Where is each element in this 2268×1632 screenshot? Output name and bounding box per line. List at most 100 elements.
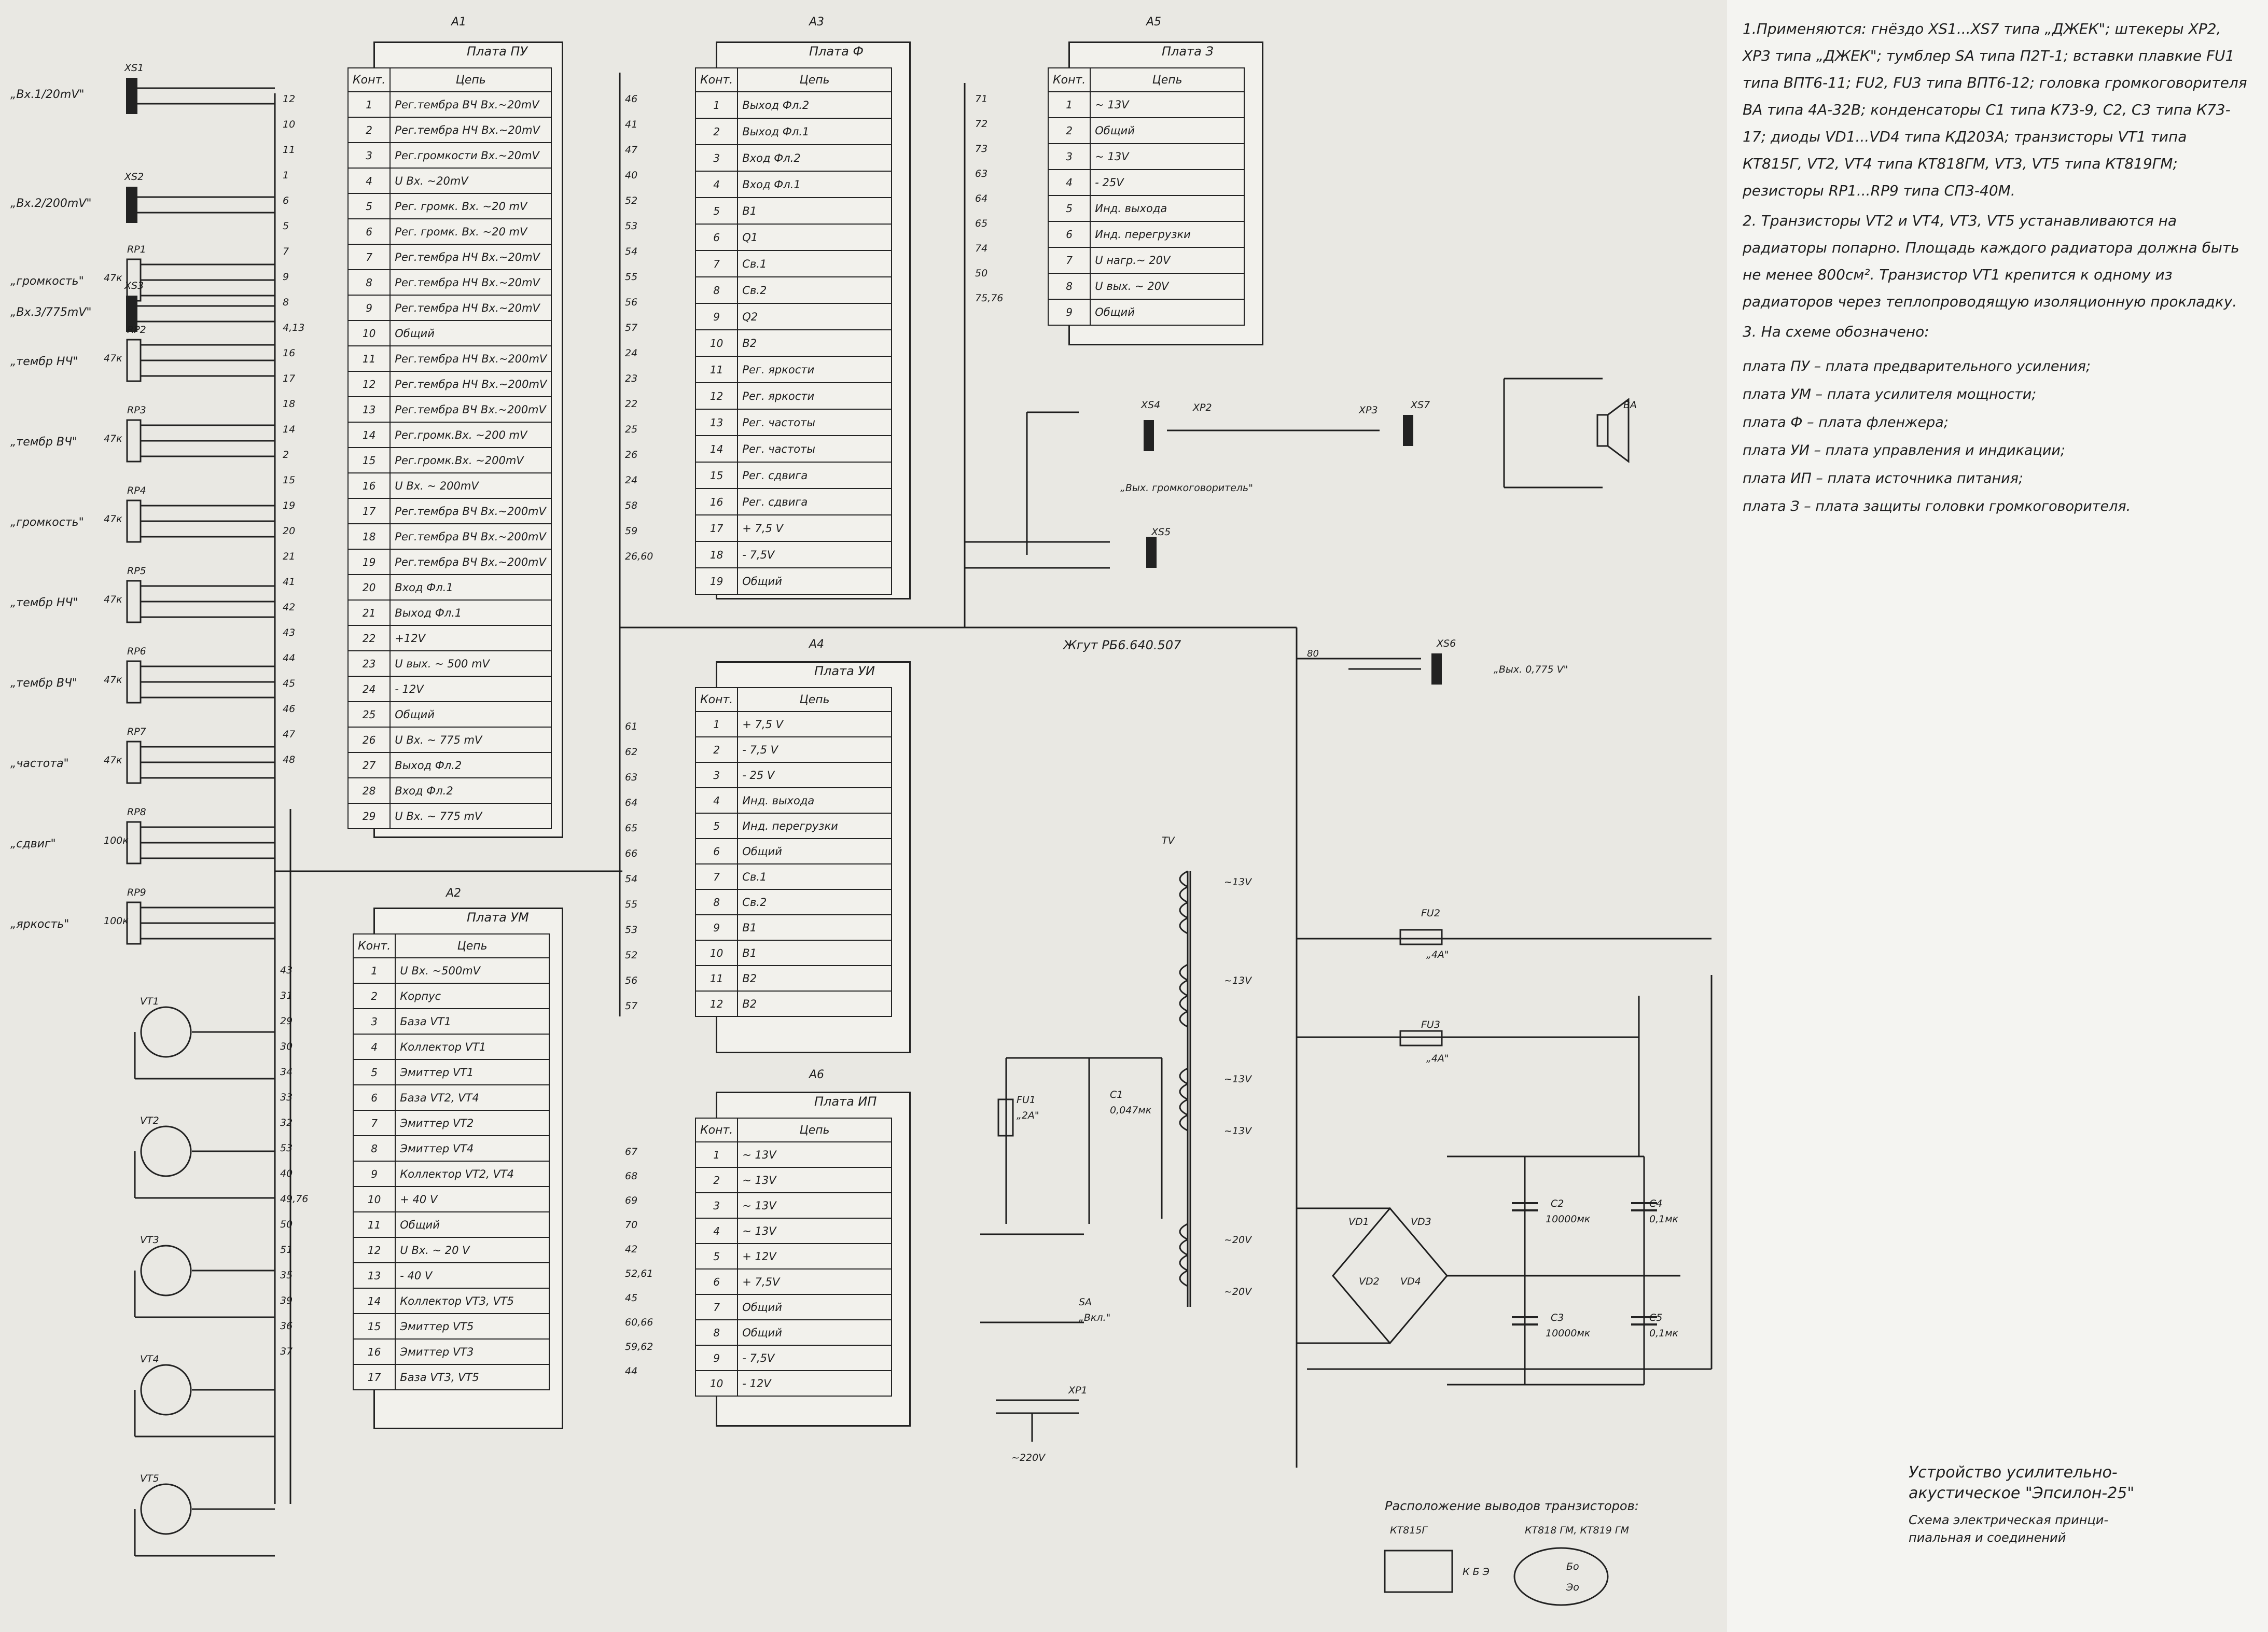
- pot-value: 47к: [104, 353, 122, 364]
- header-circuit: Цепь: [389, 67, 552, 92]
- circuit-name: - 7,5V: [737, 1345, 892, 1371]
- a3-title: Плата Ф: [809, 44, 864, 59]
- pot-value: 47к: [104, 594, 122, 605]
- contact-number: 8: [352, 1135, 396, 1162]
- circuit-name: Общий: [737, 1294, 892, 1320]
- wire-number: 64: [625, 797, 638, 808]
- contact-number: 11: [347, 345, 391, 372]
- wire-number: 6: [283, 195, 289, 206]
- wire-number: 29: [280, 1015, 293, 1027]
- title-line-3: Схема электрическая принци-: [1909, 1513, 2108, 1527]
- wire-number: 30: [280, 1041, 293, 1052]
- circuit-name: Инд. перегрузки: [737, 813, 892, 839]
- contact-number: 8: [694, 889, 739, 915]
- circuit-name: + 12V: [737, 1243, 892, 1270]
- a1-designator: A1: [451, 16, 467, 29]
- contact-number: 7: [694, 1294, 739, 1320]
- wire-number: 10: [283, 119, 296, 130]
- vd3-label: VD3: [1411, 1216, 1431, 1228]
- kt818-pin-e: Эo: [1566, 1582, 1579, 1593]
- header-contact: Конт.: [352, 933, 396, 958]
- circuit-name: Вход Фл.1: [737, 171, 892, 198]
- wire-number: 53: [625, 924, 638, 936]
- contact-number: 25: [347, 701, 391, 728]
- wire-number: 7: [283, 246, 289, 257]
- wire-number: 40: [280, 1168, 293, 1179]
- contact-number: 15: [352, 1313, 396, 1340]
- sa-on-label: „Вкл.": [1079, 1312, 1111, 1323]
- potentiometer-icon: [126, 499, 142, 543]
- xs5-jack-icon: [1146, 537, 1157, 568]
- fuse-fu3-icon: [1399, 1030, 1443, 1047]
- wire-number: 54: [625, 246, 638, 257]
- fu1-value: „2А": [1017, 1110, 1039, 1121]
- circuit-name: Эмиттер VT4: [395, 1135, 550, 1162]
- contact-number: 2: [347, 117, 391, 143]
- circuit-name: Вход Фл.1: [389, 574, 552, 601]
- table-row: 5+ 12V: [694, 1243, 892, 1270]
- contact-number: 8: [347, 269, 391, 296]
- contact-number: 28: [347, 777, 391, 804]
- wire-number: 71: [975, 93, 988, 105]
- contact-number: 4: [694, 787, 739, 814]
- speaker-cone-icon: [1607, 398, 1630, 463]
- contact-number: 12: [694, 382, 739, 410]
- wire-number: 43: [283, 627, 296, 638]
- contact-number: 17: [694, 514, 739, 542]
- potentiometer-icon: [126, 580, 142, 623]
- table-row: 10- 12V: [694, 1370, 892, 1397]
- wire-number: 32: [280, 1117, 293, 1128]
- wire-number: 20: [283, 525, 296, 537]
- wire-number: 62: [625, 746, 638, 758]
- potentiometer-icon: [126, 339, 142, 382]
- wire-number: 68: [625, 1170, 638, 1182]
- pot-id: RP2: [127, 324, 146, 336]
- potentiometer-icon: [126, 821, 142, 864]
- contact-number: 6: [352, 1084, 396, 1111]
- contact-number: 3: [694, 1192, 739, 1219]
- circuit-name: Q1: [737, 224, 892, 251]
- contact-number: 13: [352, 1262, 396, 1289]
- header-contact: Конт.: [694, 67, 739, 92]
- circuit-name: - 7,5 V: [737, 736, 892, 763]
- fu2-label: FU2: [1421, 908, 1440, 919]
- circuit-name: Коллектор VT1: [395, 1034, 550, 1060]
- wire-number: 49,76: [280, 1193, 309, 1205]
- pot-value: 47к: [104, 755, 122, 766]
- potentiometer-icon: [126, 901, 142, 945]
- wire-number: 55: [625, 271, 638, 283]
- wire-number: 43: [280, 965, 293, 976]
- contact-number: 8: [694, 276, 739, 304]
- xs6-jack-icon: [1431, 653, 1442, 685]
- note-2: 2. Транзисторы VT2 и VT4, VT3, VT5 устан…: [1743, 212, 2239, 310]
- wire-number: 35: [280, 1270, 293, 1281]
- wire-number: 4,13: [283, 322, 305, 333]
- pot-id: RP5: [127, 565, 146, 577]
- pot-value: 47к: [104, 433, 122, 444]
- wire-number: 5: [283, 220, 289, 232]
- contact-number: 1: [694, 711, 739, 737]
- wire-number: 55: [625, 899, 638, 910]
- pot-id: RP3: [127, 404, 146, 416]
- winding-icon: [1179, 917, 1188, 934]
- wire-number: 41: [283, 576, 296, 588]
- a3-header-row: Конт.Цепь: [694, 67, 892, 92]
- circuit-name: Выход Фл.2: [737, 91, 892, 119]
- contact-number: 17: [347, 498, 391, 524]
- jack-icon: [126, 187, 137, 223]
- circuit-name: Рег. частоты: [737, 435, 892, 463]
- wire-number: 50: [280, 1219, 293, 1230]
